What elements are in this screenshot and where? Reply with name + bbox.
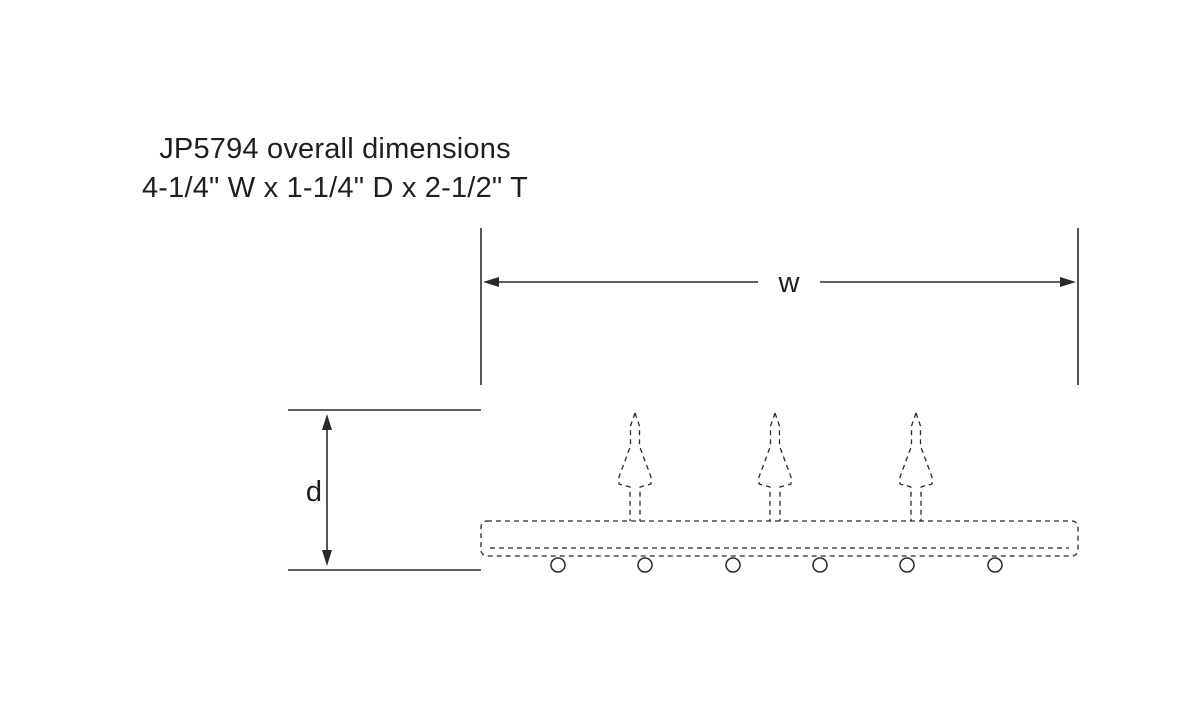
screw-holes	[550, 557, 1003, 573]
screw-hole-1	[550, 557, 566, 573]
depth-dimension	[288, 409, 481, 571]
screw-hole-4	[812, 557, 828, 573]
depth-label: d	[306, 476, 322, 508]
spear-finial-2	[758, 412, 792, 522]
width-arrowhead-left-icon	[483, 277, 499, 287]
spear-finial-1	[618, 412, 652, 522]
product-outline	[480, 412, 1079, 557]
mounting-strip-body	[480, 520, 1079, 557]
width-dimension	[480, 228, 1079, 385]
width-arrowhead-right-icon	[1060, 277, 1076, 287]
depth-arrowhead-down-icon	[322, 550, 332, 566]
screw-hole-2	[637, 557, 653, 573]
depth-arrowhead-up-icon	[322, 414, 332, 430]
width-label: w	[778, 267, 801, 299]
screw-hole-3	[725, 557, 741, 573]
title-block: JP5794 overall dimensions 4-1/4" W x 1-1…	[90, 130, 580, 208]
overall-dimensions-text: 4-1/4" W x 1-1/4" D x 2-1/2" T	[141, 172, 529, 205]
part-number-title: JP5794 overall dimensions	[159, 133, 511, 165]
screw-hole-5	[899, 557, 915, 573]
spear-finial-3	[899, 412, 933, 522]
screw-hole-6	[987, 557, 1003, 573]
